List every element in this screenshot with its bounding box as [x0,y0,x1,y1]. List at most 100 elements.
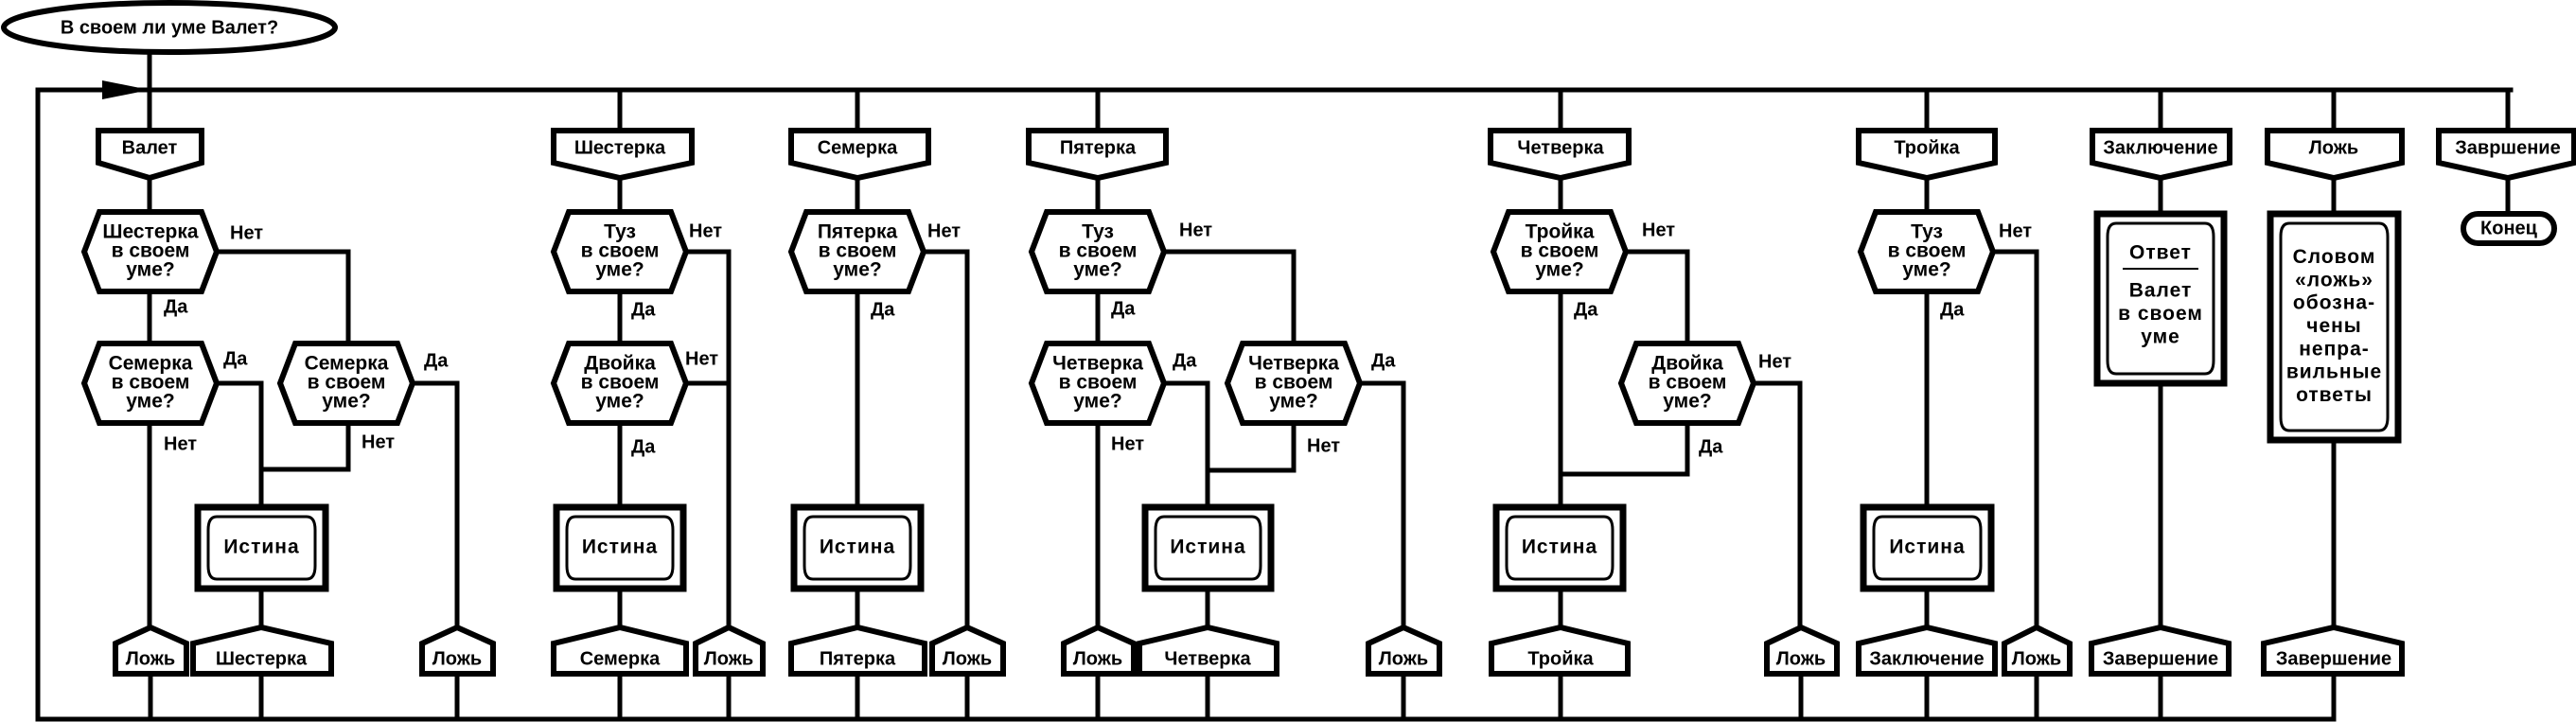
offpage-connector-out: Ложь [113,624,189,677]
connector-shape [551,624,689,677]
decision-text: Четверка [1248,353,1339,375]
decision-text: Туз [604,221,636,243]
box-text: уме [2141,326,2180,348]
inner-rounded-frame [2279,221,2390,432]
connector-label: Шестерка [574,137,666,158]
decision-text: уме? [126,259,174,281]
hexagon-shape [1028,209,1168,294]
decision-text: в своем [112,240,190,262]
offpage-connector-in: Валет [96,128,204,182]
box-text: Истина [1889,537,1965,558]
offpage-connector-out: Тройка [1489,624,1631,677]
branch-label: Да [223,348,248,369]
connector-label: Тройка [1894,137,1960,158]
hexagon-shape [276,341,416,426]
connector-label: Ложь [2012,648,2061,669]
inner-rounded-frame [565,515,675,581]
connector-shape [1856,128,1998,182]
connector-line [1558,420,1690,477]
decision-text: Семерка [305,353,389,375]
hexagon-shape [1617,341,1757,426]
offpage-connector-out: Ложь [1061,624,1137,677]
box-text: Истина [820,537,895,558]
connector-label: Ложь [943,648,992,669]
decision-text: уме? [1073,259,1121,281]
connector-label: Шестерка [216,648,308,669]
connector-label: Четверка [1164,648,1251,669]
offpage-connector-out: Ложь [1366,624,1442,677]
start-terminal: В своем ли уме Валет? [1,0,338,55]
box-text: чены [2306,315,2362,337]
connector-line [258,420,351,472]
connector-line [1161,249,1297,346]
connector-shape [551,128,695,182]
branch-label: Нет [1179,220,1212,240]
result-box: Истина [790,503,925,592]
offpage-connector-in: Заключение [2090,128,2232,182]
hexagon-shape [1028,341,1168,426]
offpage-connector-in: Пятерка [1026,128,1169,182]
result-box: Истина [553,503,687,592]
hexagon-shape [550,341,690,426]
branch-label: Нет [1999,220,2032,241]
box-text: Истина [223,537,299,558]
connector-shape [2089,624,2232,677]
box-text: «ложь» [2295,269,2373,291]
connector-label: Тройка [1527,648,1594,669]
branch-label: Нет [1758,351,1791,372]
connector-line [1205,420,1297,473]
connector-shape [419,624,496,677]
connector-label: Пятерка [1060,137,1137,158]
decision-text: уме? [126,391,174,413]
connector-shape [693,624,766,677]
branch-label: Да [1371,350,1396,371]
hexagon-shape [80,341,221,426]
result-box: Словом«ложь»обозна-ченынепра-вильныеотве… [2267,210,2402,444]
offpage-connector-out: Ложь [2002,624,2073,677]
branch-label: Нет [1111,433,1144,454]
connector-line [410,380,460,630]
connector-label: Ложь [126,648,175,669]
connector-line [1751,380,1803,630]
box-text: обозна- [2293,292,2375,314]
end-label: Конец [2480,218,2538,238]
offpage-connector-out: Четверка [1137,624,1279,677]
decision-text: в своем [819,240,897,262]
connector-line [1357,380,1406,630]
hexagon-shape [1857,209,1997,294]
branch-label: Да [424,350,449,371]
decision-text: Тройка [1526,221,1595,243]
branch-label: Да [871,299,895,320]
inner-rounded-frame [1872,515,1983,581]
connector-label: Ложь [432,648,482,669]
offpage-connector-out: Завершение [2089,624,2232,677]
connector-line [921,249,970,630]
connector-label: Завршение [2455,137,2560,158]
connector-line [1623,249,1690,346]
connector-shape [96,128,204,182]
decision-text: в своем [581,372,660,394]
connector-label: Заключение [1869,648,1984,669]
box-text: Истина [582,537,658,558]
box-text: Истина [1522,537,1597,558]
connector-shape [2261,624,2405,677]
connector-shape [2436,128,2576,182]
result-box: Истина [1141,503,1275,592]
box-text: Валет [2129,280,2193,302]
connector-label: Ложь [1073,648,1122,669]
connector-label: Завершение [2276,648,2391,669]
connector-shape [1488,128,1632,182]
offpage-connector-out: Шестерка [190,624,334,677]
hexagon-shape [1224,341,1364,426]
connector-label: Валет [122,137,178,158]
offpage-connector-in: Ложь [2265,128,2405,182]
offpage-connector-out: Пятерка [788,624,927,677]
connector-label: Ложь [704,648,753,669]
